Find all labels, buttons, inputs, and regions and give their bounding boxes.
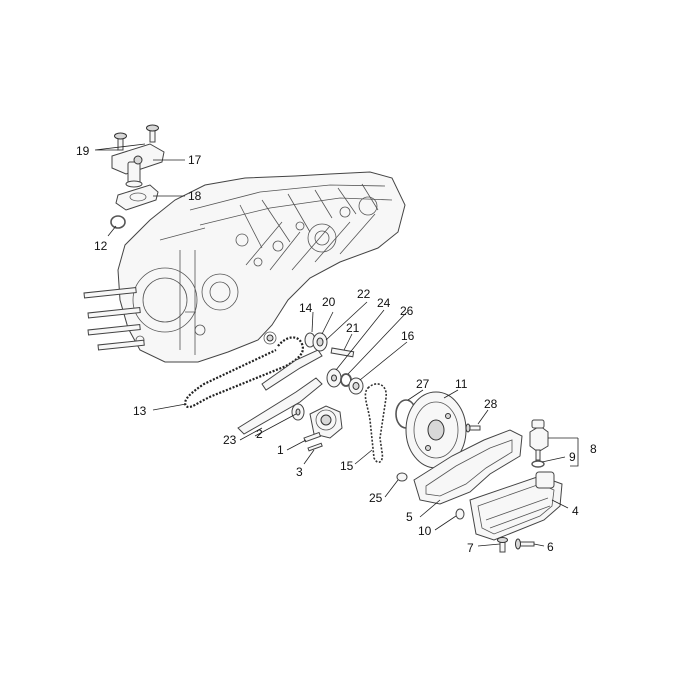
part-3-pin <box>307 442 323 452</box>
part-17-tensioner <box>111 143 165 188</box>
callout-27: 27 <box>416 377 430 391</box>
callout-6: 6 <box>547 540 554 554</box>
part-24-washer <box>326 368 342 388</box>
callout-15: 15 <box>340 459 354 473</box>
callout-28: 28 <box>484 397 498 411</box>
part-1-pin <box>303 431 322 443</box>
callout-8: 8 <box>590 442 597 456</box>
callout-3: 3 <box>296 465 303 479</box>
studs <box>83 287 145 351</box>
callouts: 19 17 18 12 13 14 20 22 21 24 26 16 27 1… <box>76 144 597 555</box>
part-18-gasket <box>115 184 159 211</box>
part-8-dipstick <box>529 419 549 461</box>
part-9-washer <box>531 460 545 468</box>
callout-13: 13 <box>133 404 147 418</box>
part-6-screw <box>515 538 535 550</box>
callout-20: 20 <box>322 295 336 309</box>
part-25-plug <box>396 472 408 482</box>
callout-21: 21 <box>346 321 360 335</box>
callout-16: 16 <box>401 329 415 343</box>
part-16-sprocket <box>348 377 364 395</box>
part-7-screw <box>497 537 508 553</box>
part-5-gasket <box>413 429 523 505</box>
callout-5: 5 <box>406 510 413 524</box>
callout-2: 2 <box>256 427 263 441</box>
part-20-sprocket <box>312 332 328 352</box>
part-23-chain-guide <box>237 377 323 435</box>
callout-22: 22 <box>357 287 371 301</box>
callout-23: 23 <box>223 433 237 447</box>
leader-lines <box>94 143 579 547</box>
part-13-chain <box>184 336 304 409</box>
part-pump-body <box>309 405 343 439</box>
callout-1: 1 <box>277 443 284 457</box>
callout-24: 24 <box>377 296 391 310</box>
callout-9: 9 <box>569 450 576 464</box>
callout-7: 7 <box>467 541 474 555</box>
crankcase <box>117 171 406 363</box>
part-12-o-ring <box>110 215 126 229</box>
callout-12: 12 <box>94 239 108 253</box>
part-4-oil-sump <box>469 471 563 541</box>
callout-10: 10 <box>418 524 432 538</box>
part-2-washer <box>291 403 305 421</box>
callout-17: 17 <box>188 153 202 167</box>
chain-guide-upper <box>261 349 323 391</box>
callout-14: 14 <box>299 301 313 315</box>
part-19-screws <box>114 124 159 151</box>
callout-11: 11 <box>455 377 468 391</box>
part-28-screw <box>465 423 481 433</box>
callout-19: 19 <box>76 144 90 158</box>
callout-18: 18 <box>188 189 202 203</box>
callout-25: 25 <box>369 491 383 505</box>
part-10-bushing <box>455 508 465 520</box>
part-15-chain <box>364 383 387 464</box>
callout-26: 26 <box>400 304 414 318</box>
callout-4: 4 <box>572 504 579 518</box>
